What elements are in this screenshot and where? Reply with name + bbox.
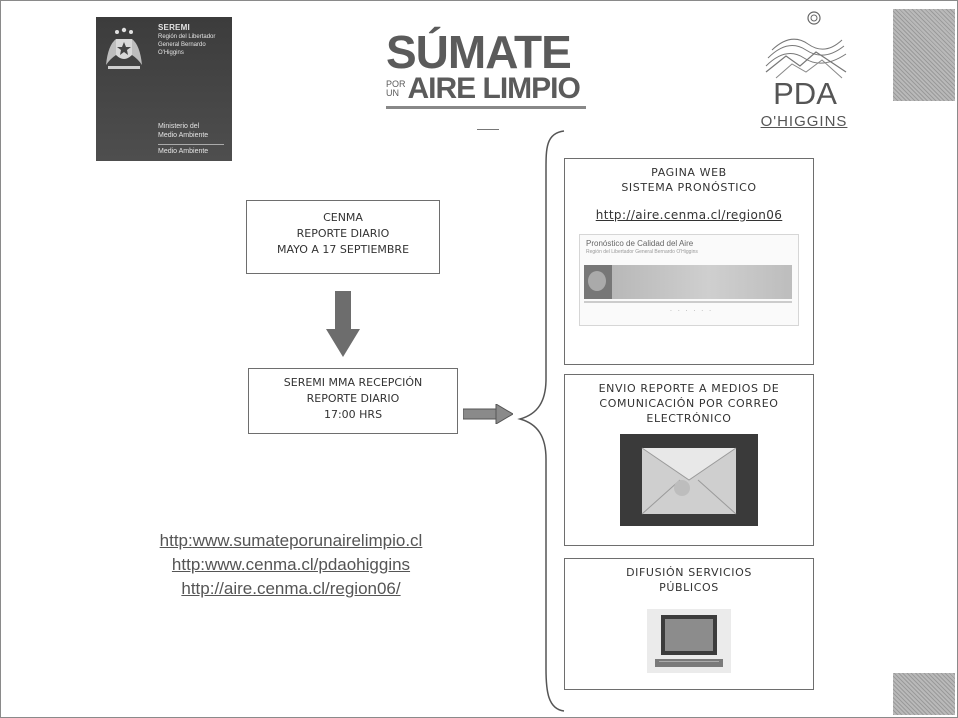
corner-texture-top xyxy=(893,9,955,101)
seremi-reception-box: SEREMI MMA RECEPCIÓN REPORTE DIARIO 17:0… xyxy=(248,368,458,434)
sumate-line1: SÚMATE xyxy=(386,26,572,78)
chile-crest-icon xyxy=(106,27,142,69)
thumbnail-dots-icon: · · · · · · xyxy=(670,308,713,315)
ministry-name: Ministerio del Medio Ambiente xyxy=(158,123,209,139)
pda-logo: PDA O'HIGGINS xyxy=(746,6,856,131)
channel-email-heading: ENVIO REPORTE A MEDIOS DE COMUNICACIÓN P… xyxy=(598,382,780,425)
cenma-report-box: CENMA REPORTE DIARIO MAYO A 17 SEPTIEMBR… xyxy=(246,200,440,274)
channel-email: ENVIO REPORTE A MEDIOS DE COMUNICACIÓN P… xyxy=(564,374,814,546)
divider-dash xyxy=(477,129,499,130)
curly-brace xyxy=(517,130,565,712)
ministry-footer: Medio Ambiente xyxy=(158,148,209,155)
thumbnail-title: Pronóstico de Calidad del Aire xyxy=(586,239,694,248)
channel-web: PAGINA WEB SISTEMA PRONÓSTICO http://air… xyxy=(564,158,814,365)
channel-web-heading: PAGINA WEB SISTEMA PRONÓSTICO xyxy=(621,166,757,194)
thumbnail-subtitle: Región del Libertador General Bernardo O… xyxy=(586,249,698,255)
mountain-sun-icon xyxy=(765,11,847,79)
seremi-region: Región del Libertador General Bernardo O… xyxy=(158,34,216,56)
thumbnail-divider xyxy=(584,301,792,303)
link-sumate[interactable]: http:www.sumateporunairelimpio.cl xyxy=(159,531,423,550)
channel-public-services: DIFUSIÓN SERVICIOS PÚBLICOS xyxy=(564,558,814,690)
links-list: http:www.sumateporunairelimpio.cl http:w… xyxy=(101,529,481,601)
channel-public-heading: DIFUSIÓN SERVICIOS PÚBLICOS xyxy=(626,566,752,594)
sumate-logo: SÚMATE POR UN AIRE LIMPIO xyxy=(386,29,591,109)
thumbnail-banner xyxy=(584,265,792,299)
forecast-site-thumbnail: Pronóstico de Calidad del Aire Región de… xyxy=(579,234,799,326)
envelope-icon xyxy=(620,434,758,526)
right-arrow-icon xyxy=(463,404,513,424)
pda-subtitle: O'HIGGINS xyxy=(760,113,848,130)
computer-icon xyxy=(647,609,731,673)
sumate-por-un: POR UN xyxy=(386,79,406,98)
down-arrow-icon xyxy=(326,291,360,357)
forecast-url-link[interactable]: http://aire.cenma.cl/region06 xyxy=(595,208,783,222)
pda-title: PDA xyxy=(773,76,837,111)
seremi-logo: SEREMI Región del Libertador General Ber… xyxy=(96,17,232,161)
logo-divider xyxy=(158,144,224,145)
link-cenma-pda[interactable]: http:www.cenma.cl/pdaohiggins xyxy=(171,555,411,574)
seremi-title: SEREMI xyxy=(158,23,190,32)
corner-texture-bottom xyxy=(893,673,955,715)
thumbnail-crest-icon xyxy=(588,271,606,291)
sumate-underline xyxy=(386,106,586,109)
sumate-line2: AIRE LIMPIO xyxy=(407,72,581,105)
link-aire-region06[interactable]: http://aire.cenma.cl/region06/ xyxy=(181,579,401,598)
